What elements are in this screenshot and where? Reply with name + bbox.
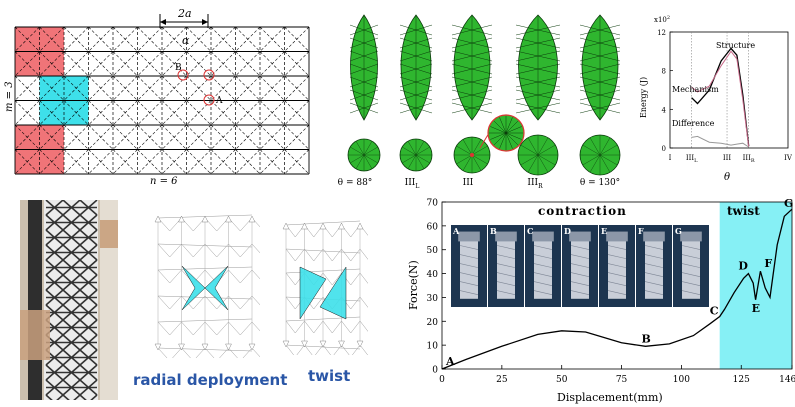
force-x-tick: 25 — [496, 375, 508, 385]
inset-label-a: A — [452, 226, 460, 236]
cylinder-photo — [20, 200, 118, 400]
energy-series-difference — [691, 135, 749, 148]
energy-y-tick: 12 — [657, 29, 666, 37]
force-x-tick: 146.2 — [779, 375, 795, 385]
energy-series-label-structure: Structure — [716, 41, 755, 50]
force-point-a: A — [445, 355, 455, 368]
force-y-tick: 0 — [432, 366, 438, 376]
energy-series-mechanism — [691, 50, 750, 148]
config-label-5: θ = 130° — [579, 178, 621, 188]
n-label: n = 6 — [150, 176, 178, 187]
energy-xlabel: θ — [724, 172, 730, 183]
inset-label-g: G — [675, 226, 682, 236]
twist-diagram — [282, 220, 368, 355]
energy-x-tick: III — [723, 154, 732, 162]
force-chart: contraction twist A B C D E F G Force(N) Displ… — [407, 197, 795, 404]
energy-y-tick: 4 — [662, 106, 667, 114]
inset-label-f: F — [638, 226, 644, 236]
force-ylabel: Force(N) — [407, 260, 420, 310]
force-point-g: G — [784, 197, 793, 210]
force-y-tick: 50 — [427, 246, 439, 256]
energy-y-tick: 8 — [662, 68, 666, 76]
energy-chart: x102 Energy (J) θ 0 4 8 12 I IIIL III IIIR IV S… — [639, 15, 792, 183]
config-labels-row: θ = 88° IIIL III IIIR θ = 130° — [330, 178, 630, 194]
force-x-tick: 50 — [556, 375, 568, 385]
alpha-label: α — [182, 34, 190, 47]
energy-series-label-difference: Difference — [672, 119, 715, 128]
force-point-e: E — [752, 302, 760, 315]
force-y-tick: 10 — [427, 342, 439, 352]
force-x-tick: 125 — [733, 375, 750, 385]
crease-pattern: 2a α m = 3 n = 6 B A — [4, 7, 310, 187]
force-y-tick: 20 — [427, 318, 439, 328]
config-label-4: IIIR — [527, 178, 543, 190]
force-x-tick: 100 — [673, 375, 690, 385]
config-label-3: III — [462, 178, 474, 188]
force-point-c: C — [710, 305, 719, 318]
force-point-b: B — [641, 332, 650, 345]
radial-deployment-diagram — [154, 214, 260, 358]
energy-x-tick: IIIR — [743, 154, 755, 164]
radial-deployment-label: radial deployment — [133, 371, 288, 389]
energy-x-tick: IIIL — [686, 154, 698, 164]
energy-series-structure — [691, 47, 750, 147]
m-label: m = 3 — [4, 81, 15, 112]
config-label-2: IIIL — [404, 178, 420, 190]
energy-x-tick: I — [669, 154, 672, 162]
force-point-f: F — [764, 257, 772, 270]
energy-ylabel: Energy (J) — [639, 77, 648, 118]
inset-label-d: D — [564, 226, 571, 236]
energy-y-tick: 0 — [662, 145, 666, 153]
force-xlabel: Displacement(mm) — [557, 391, 663, 404]
inset-label-b: B — [490, 226, 497, 236]
force-y-tick: 60 — [427, 222, 439, 232]
force-x-tick: 0 — [439, 375, 445, 385]
force-y-tick: 70 — [427, 199, 439, 209]
width-label: 2a — [177, 7, 192, 20]
energy-multiplier: x102 — [654, 15, 670, 24]
point-b: B — [175, 63, 182, 73]
force-y-tick: 40 — [427, 270, 439, 280]
energy-series-label-mechanism: Mechanism — [672, 85, 719, 94]
config-label-1: θ = 88° — [337, 178, 373, 188]
region-twist-label: twist — [727, 204, 760, 218]
force-point-d: D — [738, 260, 748, 273]
twist-label: twist — [308, 367, 351, 385]
twist-region — [719, 202, 792, 369]
point-a: A — [215, 96, 223, 106]
inset-label-c: C — [527, 226, 533, 236]
test-photo-strip: A B C D E F G — [451, 225, 709, 307]
force-displacement-curve — [441, 208, 793, 370]
force-x-tick: 75 — [616, 375, 628, 385]
region-contraction-label: contraction — [538, 204, 627, 218]
force-y-tick: 30 — [427, 294, 439, 304]
energy-x-tick: IV — [784, 154, 792, 162]
configurations-panel — [347, 14, 621, 176]
inset-label-e: E — [601, 226, 607, 236]
